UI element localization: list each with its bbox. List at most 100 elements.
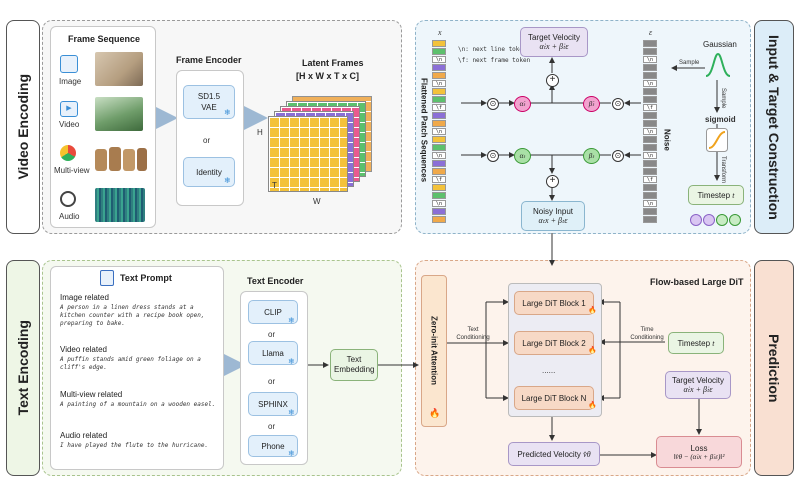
predicted-velocity-symbol: v̂θ — [583, 449, 591, 459]
multiply-node-1: ⊙ — [487, 98, 499, 110]
encoder-clip-box: CLIP — [248, 300, 298, 324]
legend-next-frame: \f: next frame token — [458, 57, 531, 64]
alpha-dot-node: α̇ₜ — [514, 96, 531, 112]
next-line-token: \n — [432, 200, 446, 207]
text-encoder-title: Text Encoder — [247, 276, 304, 286]
patch-token — [432, 48, 446, 55]
x-symbol: x — [438, 28, 442, 37]
prompt-text-image: A person in a linen dress stands at a ki… — [60, 304, 205, 327]
noise-token — [643, 216, 657, 223]
modality-image-label: Image — [59, 77, 82, 86]
patch-token — [432, 216, 446, 223]
frozen-snowflake-icon: ❄ — [224, 108, 231, 117]
noise-label: Noise — [662, 129, 672, 151]
frame-encoder-title: Frame Encoder — [176, 55, 242, 65]
dit-block-1-label: Large DiT Block 1 — [522, 298, 586, 308]
modality-video-label: Video — [59, 120, 80, 129]
next-line-token: \n — [643, 152, 657, 159]
image-icon — [60, 55, 78, 73]
beta-symbol: βₜ — [588, 152, 595, 160]
target-velocity-formula: α̇ₜx + β̇ₜε — [539, 42, 569, 51]
encoder-identity-box: Identity — [183, 157, 235, 187]
sample-label-2: Sample — [720, 88, 726, 109]
noisy-input-title: Noisy Input — [532, 207, 574, 216]
encoder-sphinx-box: SPHINX — [248, 392, 298, 416]
gaussian-curve-icon — [705, 52, 731, 77]
text-or-2: or — [268, 377, 276, 386]
latent-frames-dims: [H x W x T x C] — [296, 71, 360, 81]
modality-multiview-label: Multi-view — [54, 166, 90, 175]
noisy-input-box: Noisy Input αₜx + βₜε — [521, 201, 585, 231]
noise-token — [643, 168, 657, 175]
noise-token — [643, 40, 657, 47]
prediction-label: Prediction — [766, 333, 782, 403]
prompt-text-video: A puffin stands amid green foliage on a … — [60, 356, 201, 371]
timestep-label: Timestep — [697, 190, 731, 200]
next-frame-token: \f — [643, 176, 657, 183]
text-embedding-label: Text Embedding — [334, 355, 375, 374]
video-encoding-side-label: Video Encoding — [6, 20, 40, 234]
target-velocity-pred-title: Target Velocity — [671, 376, 725, 385]
next-line-token: \n — [432, 56, 446, 63]
next-line-token: \n — [432, 128, 446, 135]
prompt-text-audio: I have played the flute to the hurricane… — [60, 442, 209, 449]
frame-sequence-title: Frame Sequence — [68, 34, 141, 44]
patch-token — [432, 160, 446, 167]
next-line-token: \n — [432, 80, 446, 87]
encoder-llama-box: Llama — [248, 341, 298, 365]
transform-label: Transform — [720, 156, 726, 184]
encoder-phone-box: Phone — [248, 435, 298, 457]
sphinx-frozen-icon: ❄ — [288, 408, 295, 417]
latent-frames-title: Latent Frames — [302, 58, 364, 68]
patch-token — [432, 192, 446, 199]
patch-token — [432, 208, 446, 215]
latent-frame-stack — [268, 96, 392, 200]
text-embedding-box: Text Embedding — [330, 349, 378, 381]
axis-t-label: T — [272, 181, 277, 190]
input-target-label: Input & Target Construction — [766, 34, 782, 220]
noisy-input-formula: αₜx + βₜε — [538, 216, 568, 225]
patch-token — [432, 64, 446, 71]
dit-block-n-fire-icon: 🔥 — [588, 402, 597, 409]
alpha-node: αₜ — [514, 148, 531, 164]
flattened-patch-label: Flattened Patch Sequences — [419, 77, 429, 183]
dit-block-n: Large DiT Block N — [514, 386, 594, 410]
noise-token — [643, 136, 657, 143]
text-prompt-card — [50, 266, 224, 470]
noise-token — [643, 72, 657, 79]
audio-icon — [60, 191, 76, 207]
predicted-velocity-box: Predicted Velocity v̂θ — [508, 442, 600, 466]
noise-token — [643, 48, 657, 55]
plus-node-bottom: + — [546, 175, 559, 188]
patch-token — [432, 136, 446, 143]
text-encoding-side-label: Text Encoding — [6, 260, 40, 476]
alpha-dot-symbol: α̇ₜ — [519, 100, 526, 108]
encoder-clip-label: CLIP — [264, 307, 282, 317]
time-conditioning-label: Time Conditioning — [630, 327, 664, 341]
dit-block-1-fire-icon: 🔥 — [588, 307, 597, 314]
modality-audio-label: Audio — [59, 212, 80, 221]
loss-title: Loss — [690, 443, 708, 453]
multiview-thumbnail — [95, 143, 147, 175]
patch-token — [432, 72, 446, 79]
next-line-token: \n — [643, 80, 657, 87]
prompt-heading-multiview: Multi-view related — [60, 390, 123, 399]
image-thumbnail — [95, 52, 143, 86]
patch-token — [432, 168, 446, 175]
prompt-heading-video: Video related — [60, 345, 107, 354]
noise-token — [643, 160, 657, 167]
patch-token — [432, 88, 446, 95]
patch-token — [432, 112, 446, 119]
encoder-identity-label: Identity — [196, 167, 222, 177]
next-line-token: \n — [643, 56, 657, 63]
patch-token — [432, 96, 446, 103]
dit-block-n-label: Large DiT Block N — [521, 393, 587, 403]
target-velocity-box: Target Velocity α̇ₜx + β̇ₜε — [520, 27, 588, 57]
loss-formula: ‖v̂θ − (α̇ₜx + β̇ₜε)‖² — [673, 452, 725, 461]
noise-token — [643, 112, 657, 119]
noise-token — [643, 208, 657, 215]
patch-token — [432, 40, 446, 47]
clip-frozen-icon: ❄ — [288, 316, 295, 325]
next-line-token: \n — [643, 200, 657, 207]
multiply-node-3: ⊙ — [487, 150, 499, 162]
